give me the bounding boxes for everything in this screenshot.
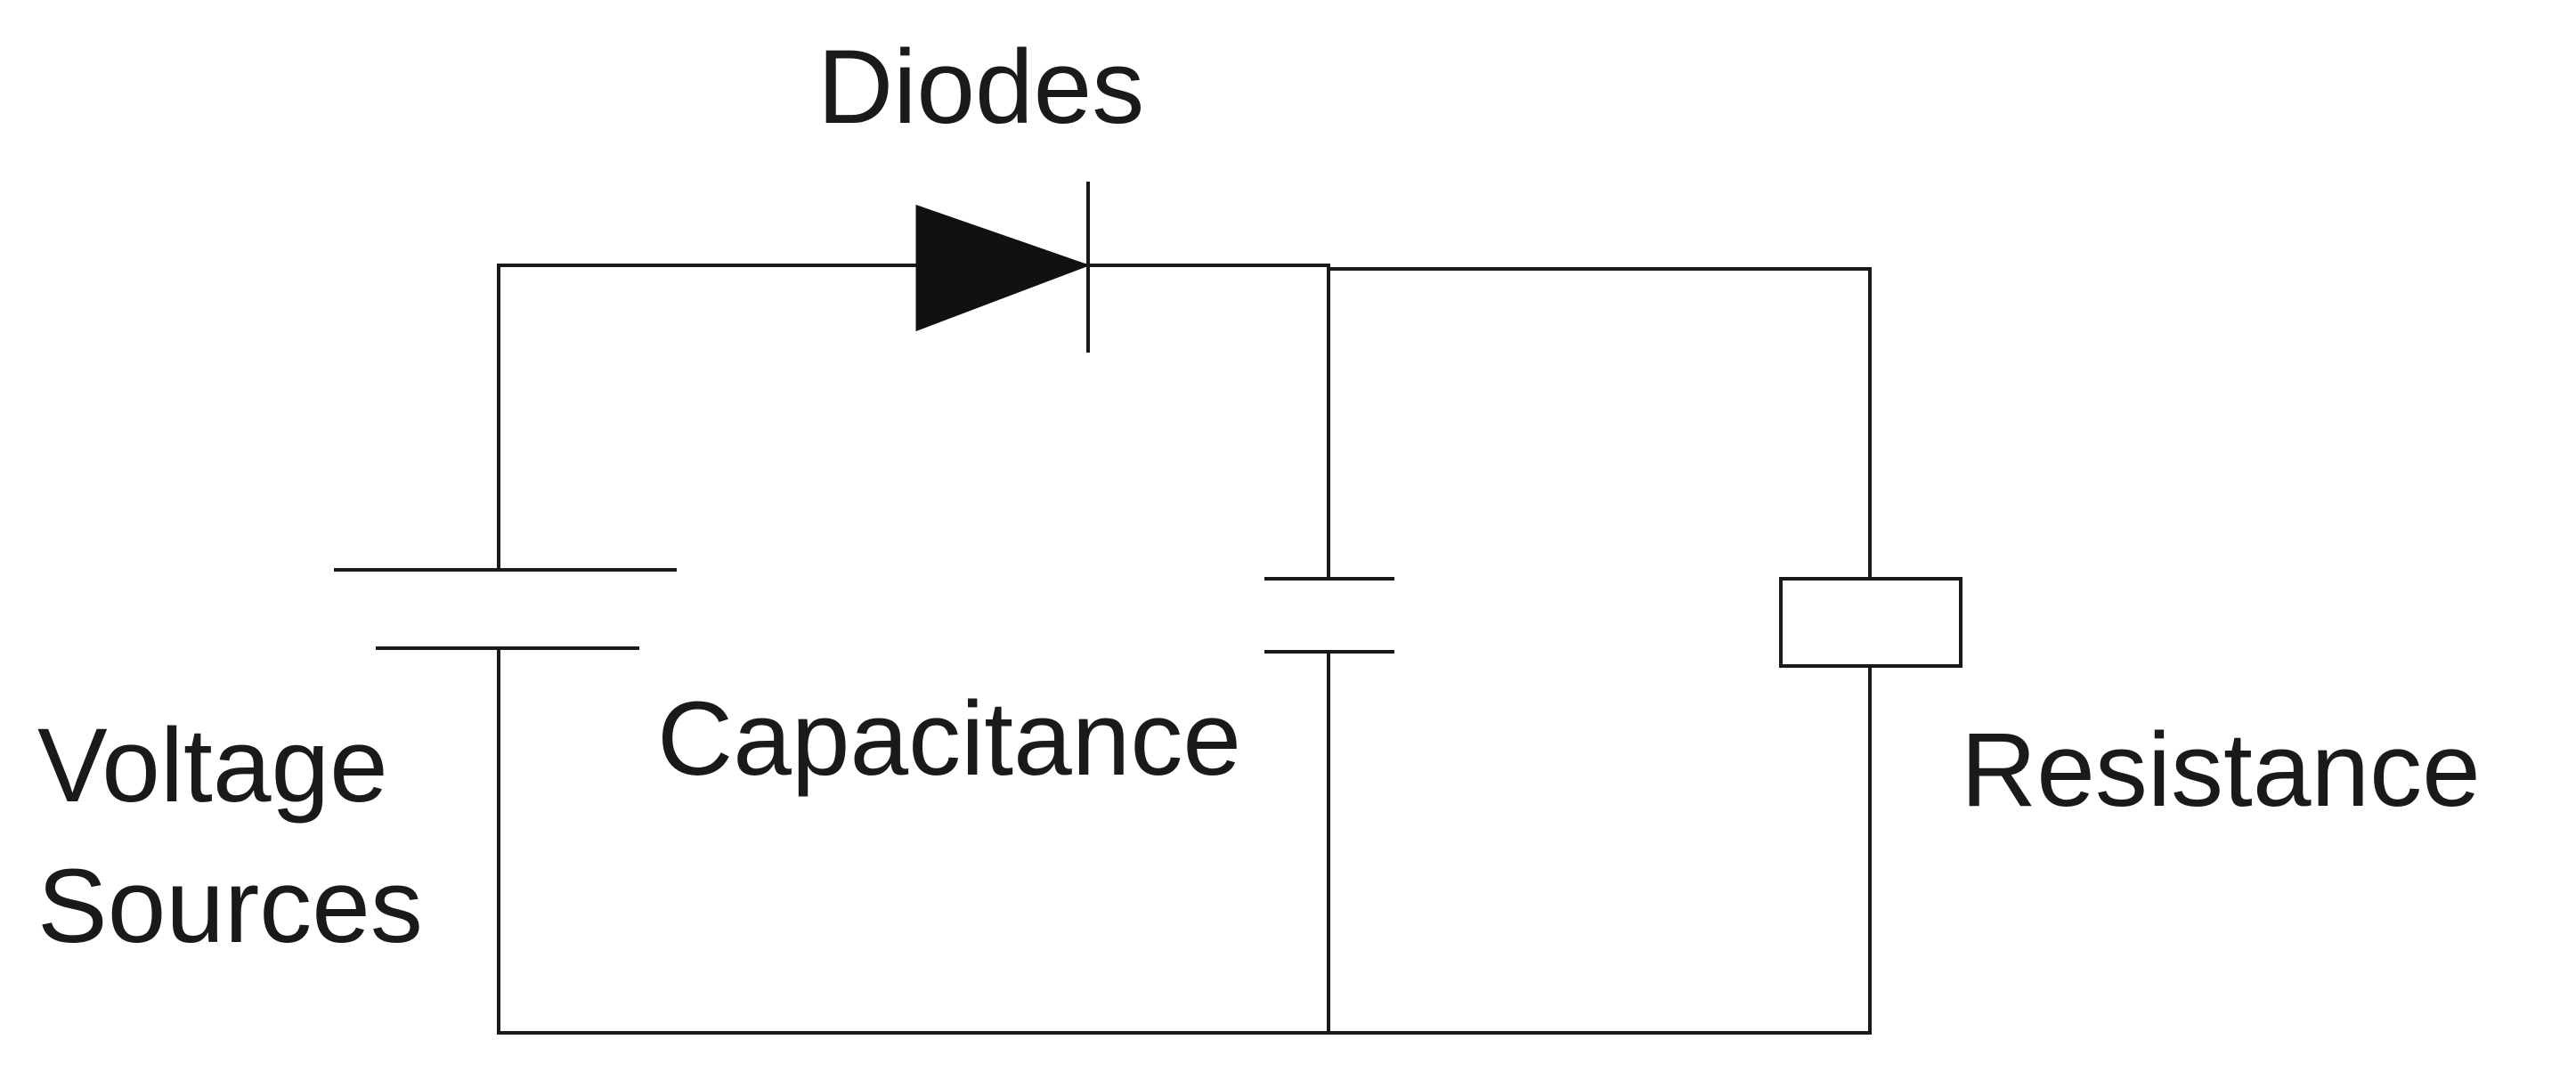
diode-symbol <box>915 182 1091 353</box>
label-diodes: Diodes <box>817 28 1144 146</box>
diode-triangle <box>915 204 1091 332</box>
wires <box>497 264 1872 1035</box>
label-voltage-line1: Voltage <box>37 707 388 824</box>
resistor-symbol <box>1779 577 1962 668</box>
capacitor-symbol <box>1264 577 1394 654</box>
label-capacitance: Capacitance <box>657 680 1241 798</box>
voltage-source-symbol <box>334 568 677 650</box>
label-resistance: Resistance <box>1961 711 2481 829</box>
label-voltage-line2: Sources <box>37 848 423 965</box>
